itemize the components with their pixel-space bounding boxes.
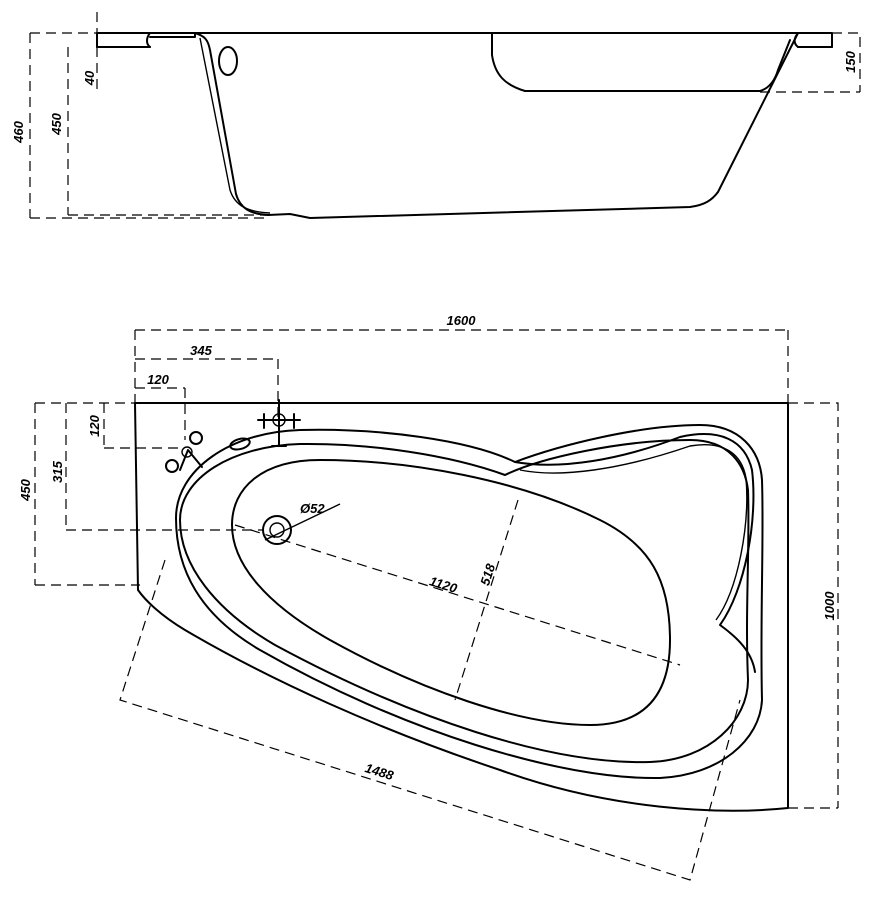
dim-120x-label: 120 [147,372,169,387]
side-inner-contour [199,37,271,214]
dim-40-label: 40 [82,70,97,86]
dim-1600-label: 1600 [447,313,477,328]
dim-518-label: 518 [477,561,498,587]
dim-518-line [454,499,519,701]
tap-icon [165,431,203,473]
dim-450-top-label: 450 [18,478,33,501]
dim-120x-line [135,387,186,440]
dim-450-top-line [34,402,140,586]
bath-outer-outline [134,402,789,812]
dim-52-label: Ø52 [300,501,325,516]
headrest-curve [514,433,756,673]
faucet-icon [257,399,301,447]
dim-1000-line [788,402,839,809]
drain-inner [269,522,285,538]
bath-rim-contour [175,424,764,780]
rim-overflow [229,437,251,451]
basin-floor [231,459,671,726]
dim-150-line [760,32,861,93]
dim-345-label: 345 [190,343,212,358]
overflow-hole [218,46,238,76]
dim-460-label: 460 [11,120,26,143]
top-view [34,329,839,881]
side-left-lip [96,32,196,48]
dim-1488-label: 1488 [363,760,396,783]
dim-1120-label: 1120 [428,573,460,596]
dim-1488-line [119,559,741,881]
dim-52-leader [264,503,341,541]
dim-120y-line [103,403,180,449]
dim-315-label: 315 [50,460,65,482]
dim-150-label: 150 [843,50,858,72]
bath-inner-rim [179,439,750,764]
dim-1120-line [234,524,681,666]
dim-345-line [135,358,279,420]
dim-120y-label: 120 [87,414,102,436]
headrest-recess [491,32,791,92]
side-right-lip [793,32,833,48]
headrest-inner-curve [519,444,748,621]
dim-450-line [67,47,270,216]
dim-460-line [29,32,270,219]
dim-1000-label: 1000 [822,591,837,621]
side-view [29,12,861,219]
dim-315-line [65,403,264,531]
dim-450-side-label: 450 [49,112,64,135]
side-body-outline [194,32,799,219]
dim-1600-line [134,329,789,403]
